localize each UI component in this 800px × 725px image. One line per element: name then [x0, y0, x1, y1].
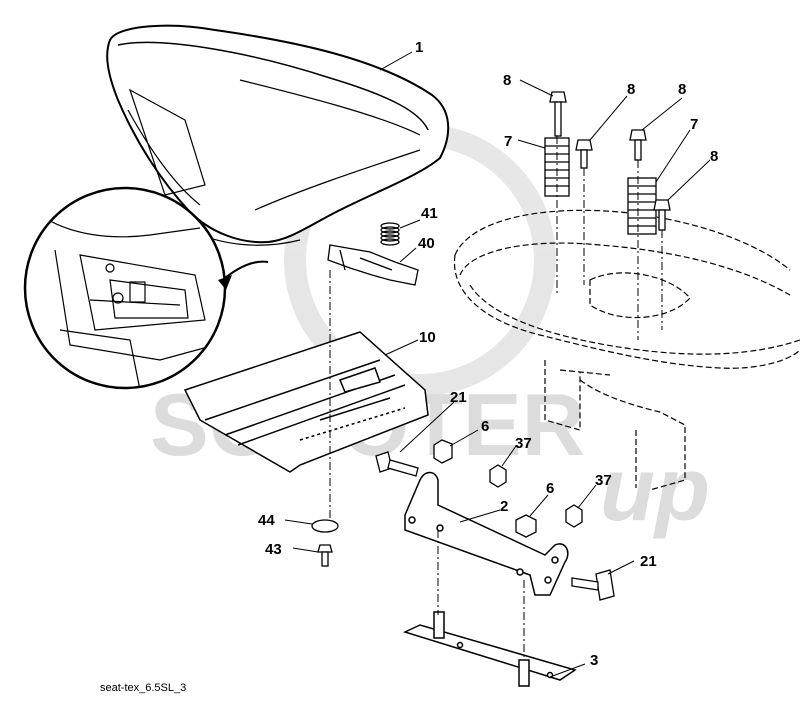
callout-8a: 8: [503, 72, 511, 89]
leader-lines: [284, 51, 711, 678]
seat-plate-10: [183, 331, 429, 473]
callout-10: 10: [419, 329, 436, 346]
callout-7b: 7: [690, 116, 698, 133]
callout-8b: 8: [627, 81, 635, 98]
diagram-caption: seat-tex_6.5SL_3: [100, 682, 187, 694]
callout-8c: 8: [678, 81, 686, 98]
seat: [106, 24, 450, 246]
tractor-frame: [453, 209, 800, 491]
callout-labels: 1 8 8 8 8 7 7 41 40 10 21 6 37 2 6 37 21…: [258, 39, 718, 669]
callout-21b: 21: [640, 553, 657, 570]
callout-37a: 37: [515, 435, 532, 452]
callout-43: 43: [265, 541, 282, 558]
callout-8d: 8: [710, 148, 718, 165]
switch-bracket-40: [327, 244, 419, 286]
callout-2: 2: [500, 498, 508, 515]
callout-21a: 21: [450, 389, 467, 406]
callout-40: 40: [418, 235, 435, 252]
callout-6b: 6: [546, 480, 554, 497]
callout-37b: 37: [595, 472, 612, 489]
mounting-plate-3: [402, 611, 577, 687]
callout-41: 41: [421, 205, 438, 222]
detail-inset: [23, 186, 269, 390]
watermark-script-text: up: [600, 440, 710, 540]
alignment-lines: [329, 136, 663, 660]
hardware: [311, 91, 671, 601]
support-bracket-2: [404, 471, 569, 596]
callout-1: 1: [415, 39, 423, 56]
callout-3: 3: [590, 652, 598, 669]
callout-7a: 7: [504, 133, 512, 150]
callout-44: 44: [258, 512, 275, 529]
spring-41: [380, 222, 400, 246]
callout-6a: 6: [481, 418, 489, 435]
